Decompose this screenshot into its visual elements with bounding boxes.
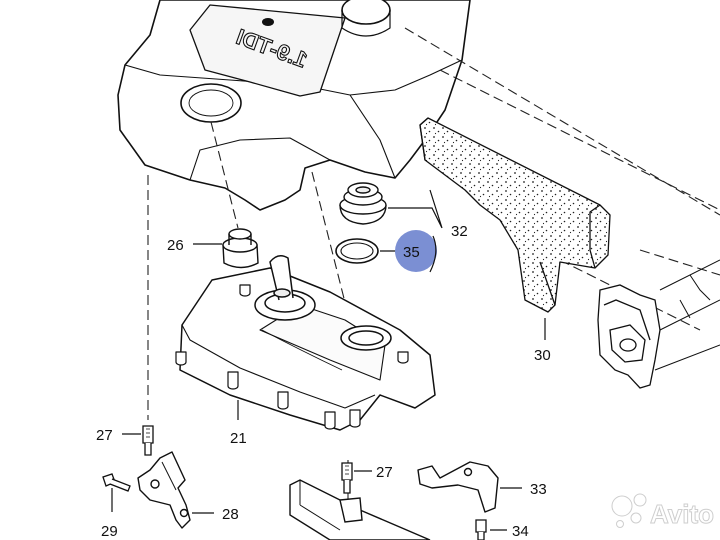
watermark: Avito [611, 493, 715, 530]
bolt-34 [475, 519, 487, 540]
watermark-text: Avito [650, 499, 714, 529]
highlight-bracket [429, 235, 437, 273]
bolt-27-left [142, 425, 154, 456]
callout-28: 28 [222, 506, 239, 523]
valve-cover-21 [175, 255, 436, 431]
grommet-32 [339, 182, 387, 225]
callout-34: 34 [512, 523, 529, 540]
engine-block-fragment [597, 259, 720, 389]
bolt-27-right [341, 462, 353, 494]
avito-logo-icon [611, 493, 647, 528]
lower-rail-fragment [289, 479, 431, 540]
callout-33: 33 [530, 481, 547, 498]
callout-27-left: 27 [96, 427, 113, 444]
callout-29: 29 [101, 523, 118, 540]
callout-labels: 26 32 35 30 21 27 27 33 28 29 34 [96, 223, 551, 540]
engine-cover [117, 0, 471, 211]
bracket-33 [417, 461, 499, 513]
grommet-26 [222, 228, 259, 269]
callout-35: 35 [403, 244, 420, 261]
callout-26: 26 [167, 237, 184, 254]
o-ring-35 [335, 238, 379, 264]
bracket-28 [137, 451, 191, 529]
callout-21: 21 [230, 430, 247, 447]
highlight-marker [395, 230, 437, 272]
foam-insulation-30 [419, 117, 611, 313]
callout-30: 30 [534, 347, 551, 364]
bolt-29 [102, 473, 131, 492]
callout-32: 32 [451, 223, 468, 240]
callout-27-right: 27 [376, 464, 393, 481]
